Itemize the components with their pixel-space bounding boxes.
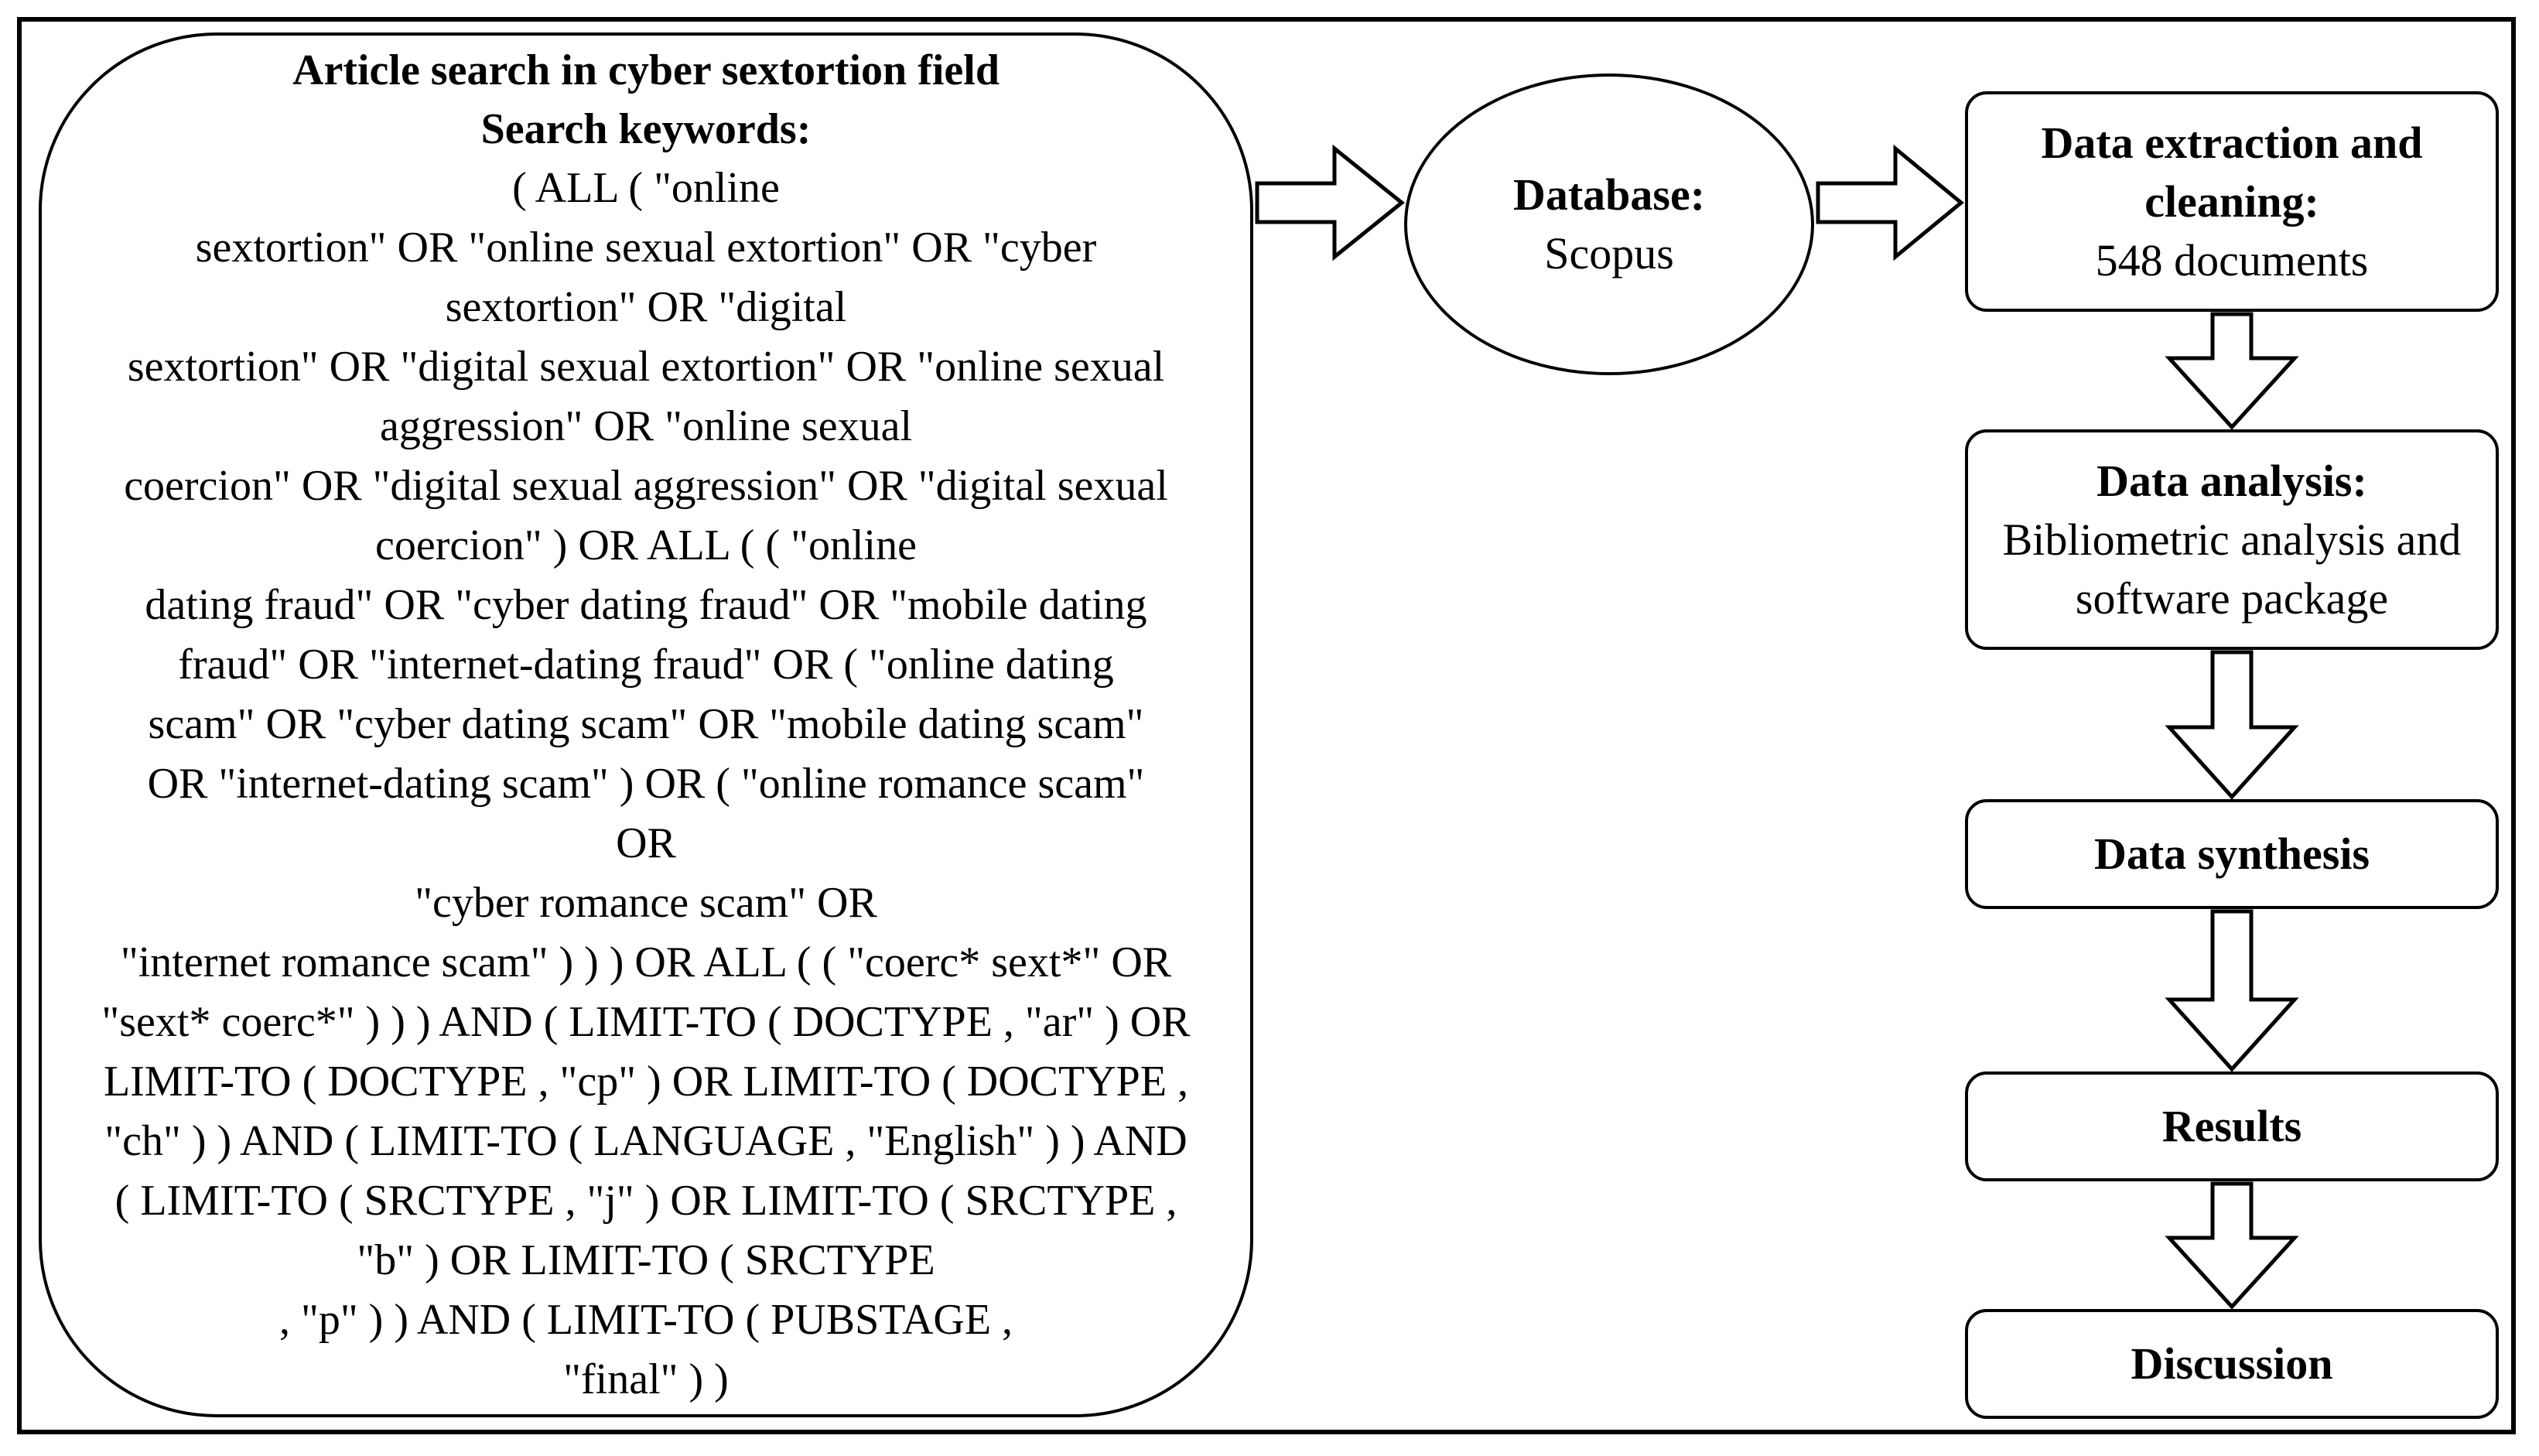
query-line: dating fraud" OR "cyber dating fraud" OR… xyxy=(145,580,1147,629)
data-analysis-detail: Bibliometric analysis and xyxy=(2002,514,2462,565)
figure-frame xyxy=(17,17,2516,1434)
discussion-box: Discussion xyxy=(1965,1309,2499,1419)
query-line: LIMIT-TO ( DOCTYPE , "cp" ) OR LIMIT-TO … xyxy=(103,1057,1189,1106)
arrow-down-icon xyxy=(2165,1181,2299,1310)
database-label: Database: xyxy=(1512,169,1706,220)
query-line: scam" OR "cyber dating scam" OR "mobile … xyxy=(148,699,1144,748)
search-keywords-label: Search keywords: xyxy=(480,104,812,153)
arrow-down-icon xyxy=(2165,312,2299,430)
query-line: ( ALL ( "online xyxy=(512,163,780,212)
article-search-box: Article search in cyber sextortion field… xyxy=(39,32,1253,1417)
data-extraction-detail: 548 documents xyxy=(2095,234,2369,285)
arrow-down-icon xyxy=(2165,650,2299,800)
data-analysis-box: Data analysis: Bibliometric analysis and… xyxy=(1965,429,2499,650)
discussion-title: Discussion xyxy=(2131,1338,2333,1389)
query-line: coercion" OR "digital sexual aggression"… xyxy=(124,461,1168,510)
arrow-right-icon xyxy=(1816,144,1964,261)
results-box: Results xyxy=(1965,1071,2499,1181)
query-line: fraud" OR "internet-dating fraud" OR ( "… xyxy=(178,640,1114,689)
query-line: "ch" ) ) AND ( LIMIT-TO ( LANGUAGE , "En… xyxy=(104,1116,1187,1165)
arrow-down-icon xyxy=(2165,909,2299,1072)
query-line: "cyber romance scam" OR xyxy=(415,878,877,927)
query-line: sextortion" OR "digital sexual extortion… xyxy=(127,342,1165,391)
query-line: sextortion" OR "digital xyxy=(445,282,847,331)
arrow-right-icon xyxy=(1255,144,1405,261)
query-line: "final" ) ) xyxy=(563,1355,729,1403)
query-line: OR xyxy=(616,819,676,867)
query-line: "internet romance scam" ) ) ) OR ALL ( (… xyxy=(120,938,1172,986)
database-value: Scopus xyxy=(1544,228,1674,279)
search-title: Article search in cyber sextortion field xyxy=(292,46,1000,94)
data-synthesis-box: Data synthesis xyxy=(1965,799,2499,909)
query-line: , "p" ) ) AND ( LIMIT-TO ( PUBSTAGE , xyxy=(279,1295,1013,1344)
data-extraction-title: Data extraction and xyxy=(2041,117,2423,168)
query-line: sextortion" OR "online sexual extortion"… xyxy=(195,223,1097,272)
database-oval: Database: Scopus xyxy=(1404,73,1814,375)
data-synthesis-title: Data synthesis xyxy=(2093,829,2370,879)
query-line: OR "internet-dating scam" ) OR ( "online… xyxy=(147,759,1145,808)
query-line: coercion" ) OR ALL ( ( "online xyxy=(375,521,917,569)
query-line: "b" ) OR LIMIT-TO ( SRCTYPE xyxy=(357,1236,935,1284)
results-title: Results xyxy=(2161,1101,2302,1151)
data-extraction-box: Data extraction and cleaning: 548 docume… xyxy=(1965,91,2499,312)
query-line: aggression" OR "online sexual xyxy=(379,402,913,450)
query-line: "sext* coerc*" ) ) ) AND ( LIMIT-TO ( DO… xyxy=(101,997,1191,1046)
data-analysis-detail-cont: software package xyxy=(2075,572,2389,624)
data-extraction-title-cont: cleaning: xyxy=(2144,176,2319,227)
query-line: ( LIMIT-TO ( SRCTYPE , "j" ) OR LIMIT-TO… xyxy=(114,1176,1177,1225)
data-analysis-title: Data analysis: xyxy=(2096,455,2367,506)
